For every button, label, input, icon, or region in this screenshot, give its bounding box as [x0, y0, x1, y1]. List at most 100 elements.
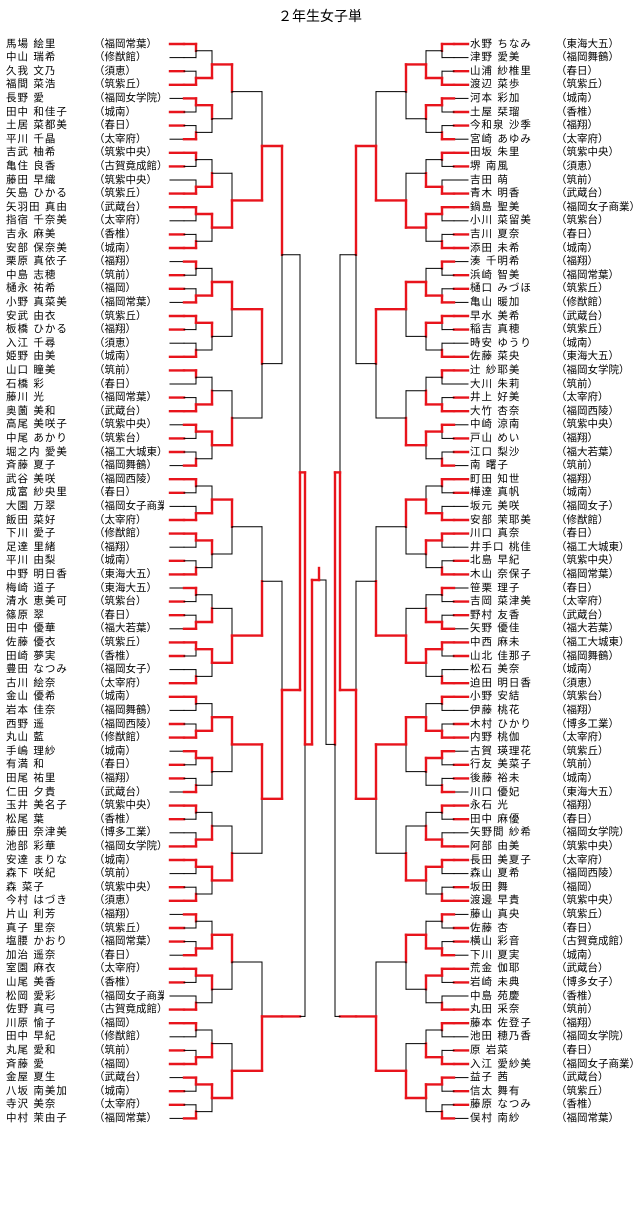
- player-entry: 平川 千晶（太宰府）: [6, 133, 166, 146]
- player-name: 栗原 真依子: [6, 255, 68, 268]
- player-entry: 藤田 早織（筑紫中央）: [6, 174, 166, 187]
- player-entry: 小野 真菜美（福岡常葉）: [6, 296, 166, 309]
- player-school: （福翔）: [556, 1016, 598, 1029]
- player-name: 玉井 美名子: [6, 799, 68, 812]
- player-school: （春日）: [556, 64, 598, 77]
- player-school: （春日）: [94, 608, 136, 621]
- player-name: 田中 和佳子: [6, 105, 68, 118]
- player-entry: 成富 紗央里（春日）: [6, 486, 166, 499]
- player-name: 斉藤 夏子: [6, 459, 57, 472]
- player-name: 八坂 南美加: [6, 1084, 68, 1097]
- player-school: （東海大五）: [556, 785, 619, 798]
- player-name: 藤山 真央: [470, 907, 521, 920]
- player-school: （筑紫中央）: [94, 799, 157, 812]
- player-entry: 松岡 愛彩（福岡女子商業）: [6, 990, 166, 1003]
- player-name: 藤田 奈津美: [6, 826, 68, 839]
- player-school: （筑前）: [94, 1043, 136, 1056]
- player-name: 入江 愛紗美: [470, 1057, 532, 1070]
- player-name: 池田 穂乃香: [470, 1030, 532, 1043]
- player-school: （城南）: [556, 663, 598, 676]
- player-entry: 行友 美菜子（筑前）: [470, 758, 640, 771]
- player-school: （筑前）: [94, 363, 136, 376]
- player-name: 今村 はづき: [6, 894, 68, 907]
- player-entry: 金山 優希（城南）: [6, 690, 166, 703]
- player-entry: 久我 文乃（須恵）: [6, 65, 166, 78]
- player-name: 金屋 夏生: [6, 1071, 57, 1084]
- player-entry: 藤山 真央（筑紫丘）: [470, 908, 640, 921]
- player-name: 吉田 萌: [470, 173, 509, 186]
- player-entry: 坂田 舞（福岡）: [470, 881, 640, 894]
- player-entry: 南 曙子（筑前）: [470, 459, 640, 472]
- player-name: 池部 彩華: [6, 839, 57, 852]
- player-entry: 矢野 優佳（福大若葉）: [470, 622, 640, 635]
- player-school: （福翔）: [556, 255, 598, 268]
- player-name: 中西 麻未: [470, 635, 521, 648]
- player-school: （筑紫中央）: [94, 880, 157, 893]
- player-school: （筑紫丘）: [556, 744, 609, 757]
- player-name: 福間 菜浩: [6, 78, 57, 91]
- player-school: （香椎）: [556, 105, 598, 118]
- player-school: （福岡西陵）: [556, 867, 619, 880]
- player-name: 川原 愉子: [6, 1016, 57, 1029]
- player-school: （武蔵台）: [556, 309, 609, 322]
- player-name: 石橋 彩: [6, 377, 45, 390]
- player-entry: 堺 南風（須恵）: [470, 160, 640, 173]
- player-school: （須恵）: [94, 894, 136, 907]
- player-school: （筑紫中央）: [94, 418, 157, 431]
- player-entry: 松尾 葉（香椎）: [6, 813, 166, 826]
- player-school: （福岡女学院）: [94, 839, 164, 852]
- player-entry: 中島 志穂（筑前）: [6, 269, 166, 282]
- player-entry: 岩崎 未典（博多女子）: [470, 976, 640, 989]
- player-name: 中島 志穂: [6, 268, 57, 281]
- player-entry: 田中 優華（福大若葉）: [6, 622, 166, 635]
- player-name: 山尾 美香: [6, 975, 57, 988]
- player-school: （福翔）: [94, 907, 136, 920]
- player-school: （香椎）: [94, 812, 136, 825]
- player-entry: 笹栗 理子（春日）: [470, 582, 640, 595]
- player-name: 清水 恵美可: [6, 595, 68, 608]
- player-school: （修猷館）: [556, 513, 609, 526]
- player-school: （城南）: [556, 486, 598, 499]
- player-school: （筑前）: [556, 758, 598, 771]
- player-school: （修猷館）: [94, 731, 147, 744]
- player-school: （筑紫丘）: [556, 78, 609, 91]
- player-school: （福翔）: [94, 771, 136, 784]
- player-entry: 中西 麻未（福工大城東）: [470, 636, 640, 649]
- player-school: （福翔）: [556, 119, 598, 132]
- player-name: 亀住 良香: [6, 159, 57, 172]
- player-school: （筑紫中央）: [556, 418, 619, 431]
- player-entry: 津野 愛美（福岡舞鶴）: [470, 51, 640, 64]
- player-school: （福岡）: [94, 1057, 136, 1070]
- player-name: 土屋 栞瑠: [470, 105, 521, 118]
- player-entry: 小川 菜留美（筑紫台）: [470, 214, 640, 227]
- player-school: （福岡西陵）: [94, 717, 157, 730]
- player-entry: 吉武 柚希（筑紫中央）: [6, 146, 166, 159]
- player-entry: 古賀 瑛理花（筑紫丘）: [470, 745, 640, 758]
- player-entry: 町田 知世（福翔）: [470, 473, 640, 486]
- player-name: 横山 彩音: [470, 935, 521, 948]
- player-entry: 豊田 なつみ（福岡女子）: [6, 663, 166, 676]
- player-school: （春日）: [94, 948, 136, 961]
- player-entry: 中村 茉由子（福岡常葉）: [6, 1112, 166, 1125]
- player-name: 阿部 由美: [470, 839, 521, 852]
- player-school: （福岡舞鶴）: [94, 703, 157, 716]
- player-entry: 藤田 奈津美（博多工業）: [6, 826, 166, 839]
- player-entry: 丸尾 愛和（筑前）: [6, 1044, 166, 1057]
- player-school: （武蔵台）: [556, 187, 609, 200]
- player-school: （福大若葉）: [94, 622, 157, 635]
- player-name: 矢野間 紗希: [470, 826, 532, 839]
- player-name: 渡邊 早貴: [470, 894, 521, 907]
- player-name: 信太 舞有: [470, 1084, 521, 1097]
- player-school: （武蔵台）: [556, 962, 609, 975]
- player-name: 水野 ちなみ: [470, 37, 532, 50]
- player-entry: 安部 茉耶美（修猷館）: [470, 514, 640, 527]
- player-school: （城南）: [94, 241, 136, 254]
- player-entry: 浜崎 智美（福岡常葉）: [470, 269, 640, 282]
- player-school: （博多工業）: [556, 717, 619, 730]
- player-name: 高尾 美咲子: [6, 418, 68, 431]
- player-name: 丸田 采奈: [470, 1003, 521, 1016]
- player-entry: 河本 彩加（城南）: [470, 92, 640, 105]
- player-name: 中村 茉由子: [6, 1111, 68, 1124]
- player-school: （筑紫中央）: [556, 894, 619, 907]
